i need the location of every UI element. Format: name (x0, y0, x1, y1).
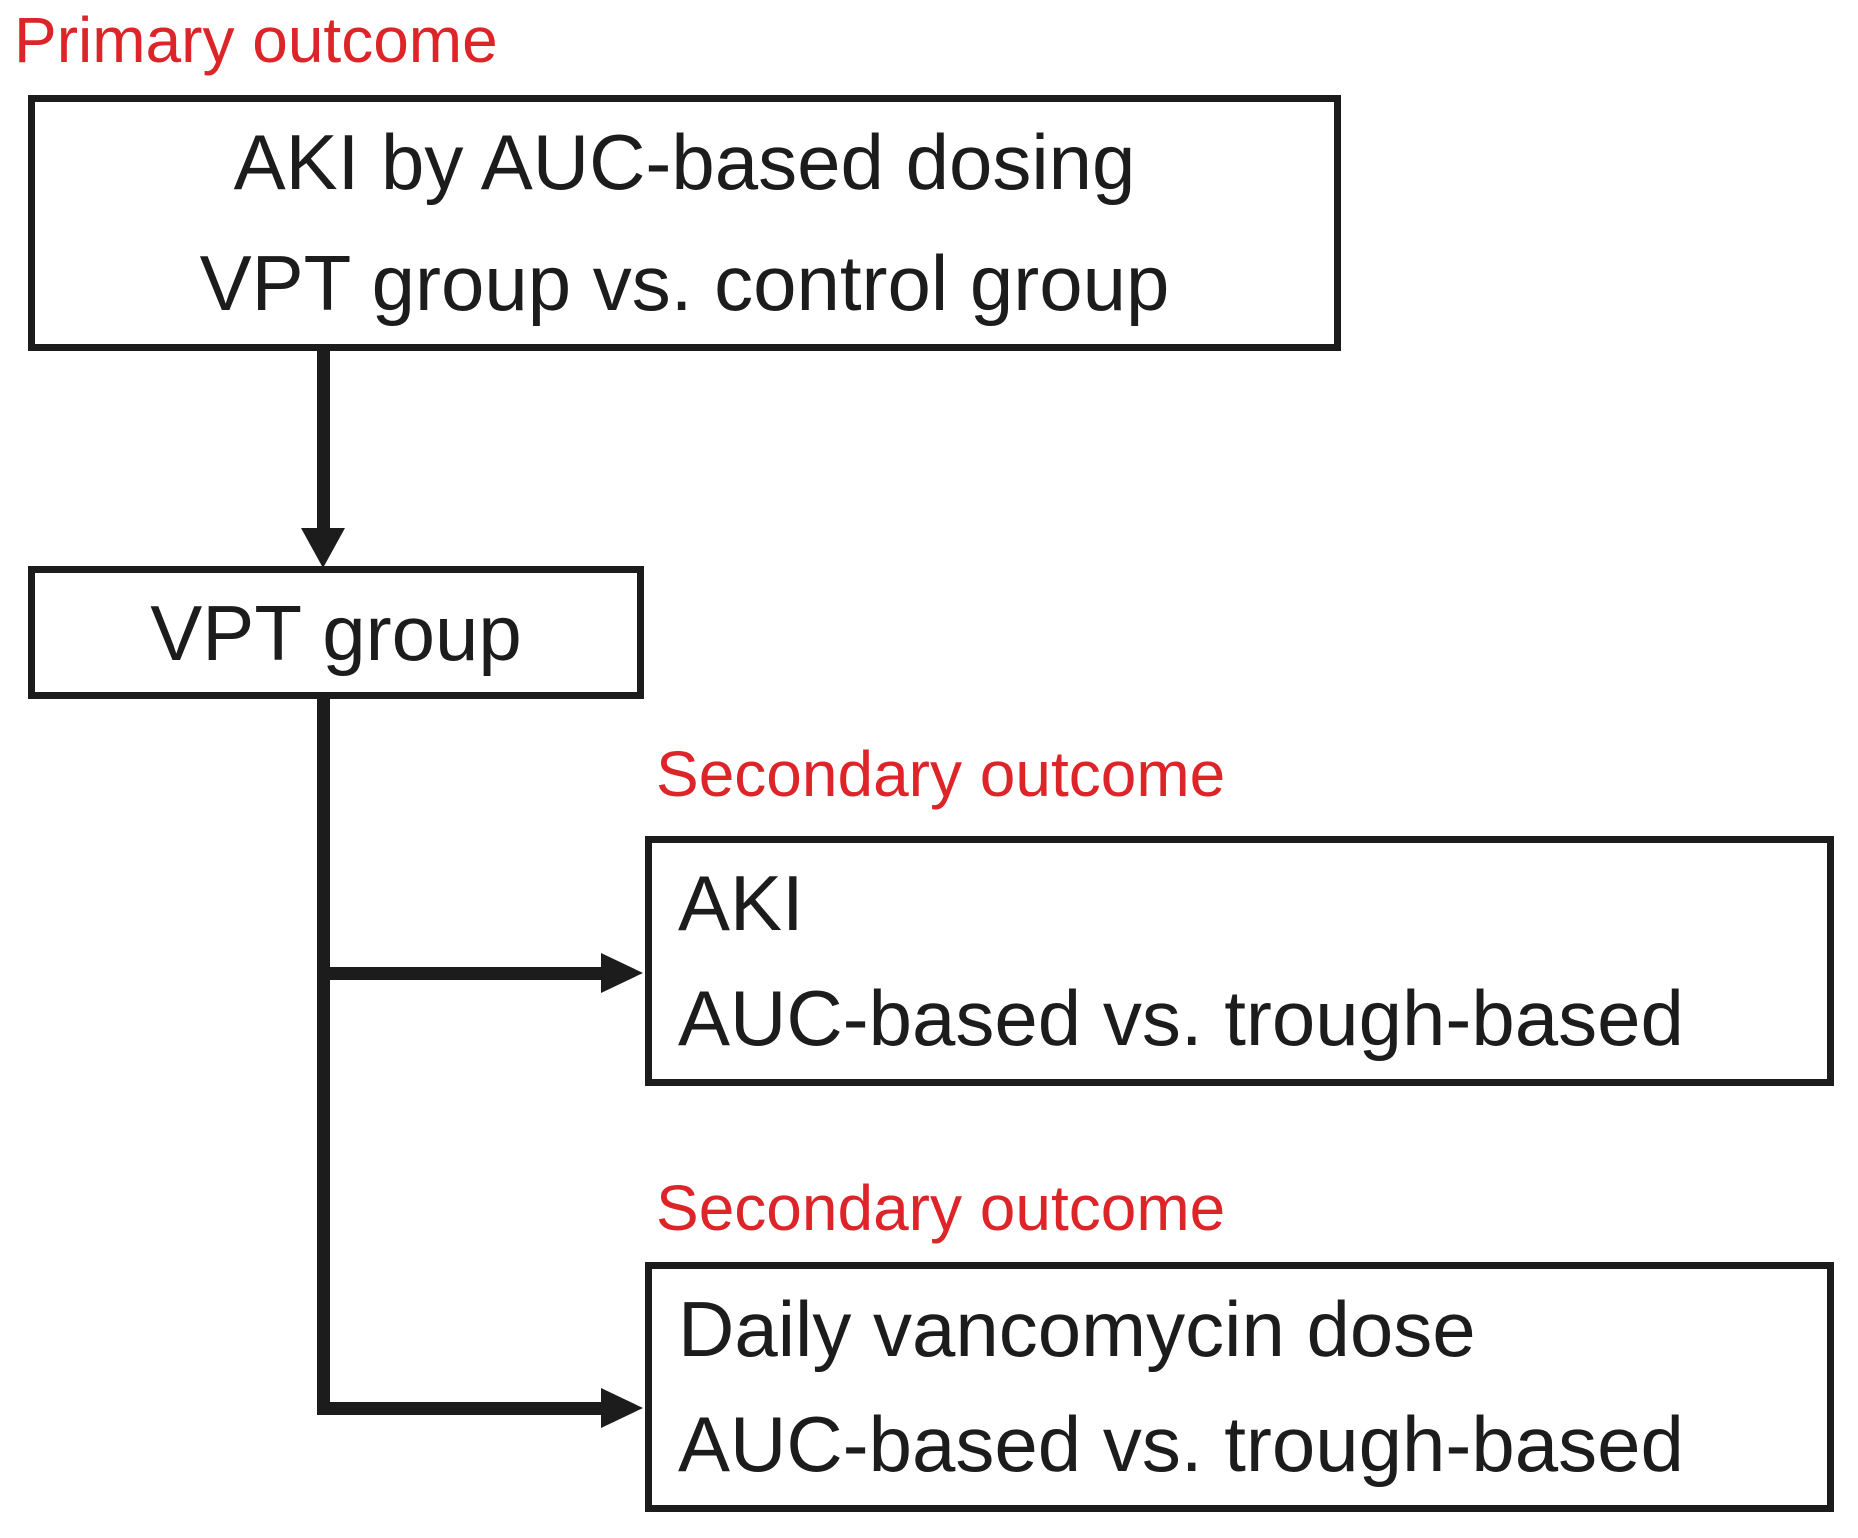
secondary-outcome-label-2: Secondary outcome (656, 1172, 1226, 1244)
secondary-outcome-box-2: Daily vancomycin dose AUC-based vs. trou… (645, 1262, 1834, 1512)
connector-branch-secondary-1 (317, 967, 603, 980)
secondary-outcome-box-2-line1: Daily vancomycin dose (678, 1284, 1476, 1373)
primary-outcome-label: Primary outcome (14, 4, 498, 76)
connector-branch-secondary-2 (317, 1402, 603, 1415)
secondary-outcome-box-1: AKI AUC-based vs. trough-based (645, 836, 1834, 1086)
vpt-group-box: VPT group (28, 566, 644, 699)
arrowhead-right-icon-1 (601, 953, 643, 993)
secondary-outcome-box-1-line2: AUC-based vs. trough-based (678, 974, 1684, 1062)
primary-outcome-box: AKI by AUC-based dosing VPT group vs. co… (28, 95, 1341, 351)
connector-primary-to-vpt (317, 350, 330, 532)
arrowhead-down-icon (301, 528, 345, 568)
connector-vpt-trunk (317, 698, 330, 1415)
secondary-outcome-label-1: Secondary outcome (656, 738, 1226, 810)
vpt-group-box-line1: VPT group (150, 588, 522, 677)
primary-outcome-box-line2: VPT group vs. control group (199, 239, 1170, 327)
secondary-outcome-box-1-line1: AKI (678, 858, 804, 947)
secondary-outcome-box-2-line2: AUC-based vs. trough-based (678, 1400, 1684, 1488)
primary-outcome-box-line1: AKI by AUC-based dosing (233, 118, 1136, 207)
arrowhead-right-icon-2 (601, 1388, 643, 1428)
